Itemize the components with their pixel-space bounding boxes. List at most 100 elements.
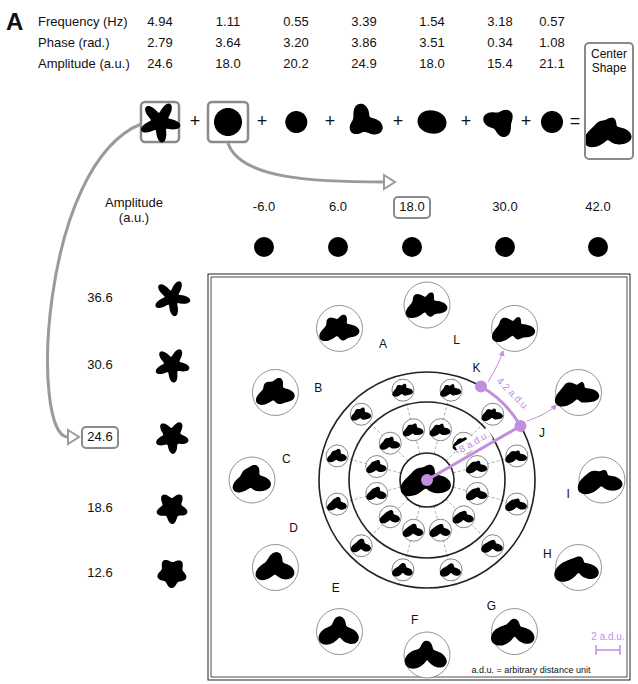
arrow-head — [384, 175, 395, 189]
shape — [541, 111, 563, 133]
amplitude-value: -6.0 — [253, 200, 275, 215]
position-letter: H — [543, 548, 552, 562]
box-text: 18.0 — [395, 200, 429, 215]
distance-label: 4.2 a.d.u. — [492, 374, 532, 414]
position-letter: D — [289, 522, 298, 536]
shape-circle — [403, 419, 425, 441]
table-value: 0.55 — [283, 15, 308, 30]
distance-dot — [475, 380, 487, 392]
shape — [403, 423, 424, 436]
position-letter: E — [332, 582, 340, 596]
shape — [319, 315, 359, 341]
amplitude-value: 12.6 — [87, 566, 112, 581]
operator: + — [461, 111, 472, 132]
shape-circle — [366, 456, 388, 478]
shape-set — [141, 104, 632, 588]
position-letter: K — [473, 362, 481, 376]
ring — [349, 402, 505, 558]
shape-circle — [317, 305, 363, 351]
table-value: 3.39 — [351, 15, 376, 30]
position-letter: C — [282, 453, 291, 467]
shape-circle — [392, 379, 414, 401]
shape-grid — [229, 282, 625, 678]
row-header: Phase (rad.) — [38, 36, 110, 51]
table-value: 1.08 — [539, 36, 564, 51]
shape — [492, 317, 535, 342]
shape — [156, 422, 188, 454]
shape — [466, 488, 487, 501]
shape-circle — [482, 403, 504, 425]
shape — [584, 118, 631, 148]
position-letter: B — [314, 382, 322, 396]
shape-circle — [379, 432, 401, 454]
shape — [505, 450, 527, 463]
shape — [430, 424, 451, 437]
shape-circle — [379, 506, 401, 528]
shape-circle — [252, 370, 298, 416]
position-letter: G — [487, 600, 496, 614]
shape-circle — [366, 482, 388, 504]
shape — [214, 108, 242, 136]
shape — [157, 560, 186, 588]
row-header: Amplitude (a.u.) — [38, 57, 130, 72]
shape-circle — [492, 609, 538, 655]
distance-annotation — [421, 351, 556, 486]
highlight-box: 18.0 — [393, 196, 431, 219]
shape — [440, 384, 461, 397]
amplitude-value: 36.6 — [87, 291, 112, 306]
shape-circle — [404, 632, 450, 678]
table-value: 24.6 — [147, 57, 172, 72]
position-letter: I — [567, 488, 570, 502]
shape — [429, 524, 450, 537]
note: a.d.u. = arbitrary distance unit — [472, 665, 591, 675]
shape-circle — [506, 493, 528, 515]
table-value: 3.86 — [351, 36, 376, 51]
position-letter: L — [453, 334, 460, 348]
table-value: 24.9 — [351, 57, 376, 72]
shape-circle — [403, 519, 425, 541]
panel-letter: A — [6, 8, 23, 36]
shape — [380, 437, 400, 450]
shape-circle — [326, 493, 348, 515]
box-text: Center Shape — [587, 48, 631, 76]
shape — [327, 449, 347, 462]
shape — [141, 104, 180, 143]
shape-circle — [317, 609, 363, 655]
table-value: 1.11 — [216, 15, 240, 30]
ring — [400, 453, 454, 507]
table-value: 3.51 — [419, 36, 444, 51]
shape-circle — [350, 535, 372, 557]
distance-dot — [421, 474, 433, 486]
table-value: 4.94 — [147, 15, 172, 30]
shape — [156, 349, 190, 382]
table-value: 0.34 — [487, 36, 512, 51]
amplitude-value: 30.0 — [492, 200, 517, 215]
shape — [406, 292, 448, 318]
shape-circle — [506, 445, 528, 467]
shape — [254, 237, 274, 257]
shape-circle — [482, 535, 504, 557]
position-letter: J — [539, 427, 545, 441]
shape-circle — [252, 545, 298, 591]
table-value: 3.64 — [215, 36, 240, 51]
position-letter: A — [379, 338, 387, 352]
shape-circle — [466, 482, 488, 504]
amplitude-value: 42.0 — [585, 200, 610, 215]
distance-label: 8 a.d.u. — [455, 428, 493, 457]
shape-circle — [466, 456, 488, 478]
amplitude-value: 18.6 — [87, 501, 112, 516]
shape — [392, 563, 413, 577]
shape-circle — [392, 559, 414, 581]
shape — [256, 552, 295, 580]
shape — [555, 382, 599, 407]
table-value: 0.57 — [539, 15, 564, 30]
shape — [366, 460, 386, 473]
scale-label: 2 a.d.u. — [591, 631, 624, 643]
table-value: 18.0 — [419, 57, 444, 72]
shape — [440, 563, 461, 576]
table-value: 20.2 — [283, 57, 308, 72]
shape — [402, 237, 422, 257]
table-value: 3.18 — [487, 15, 512, 30]
shape — [483, 110, 512, 137]
